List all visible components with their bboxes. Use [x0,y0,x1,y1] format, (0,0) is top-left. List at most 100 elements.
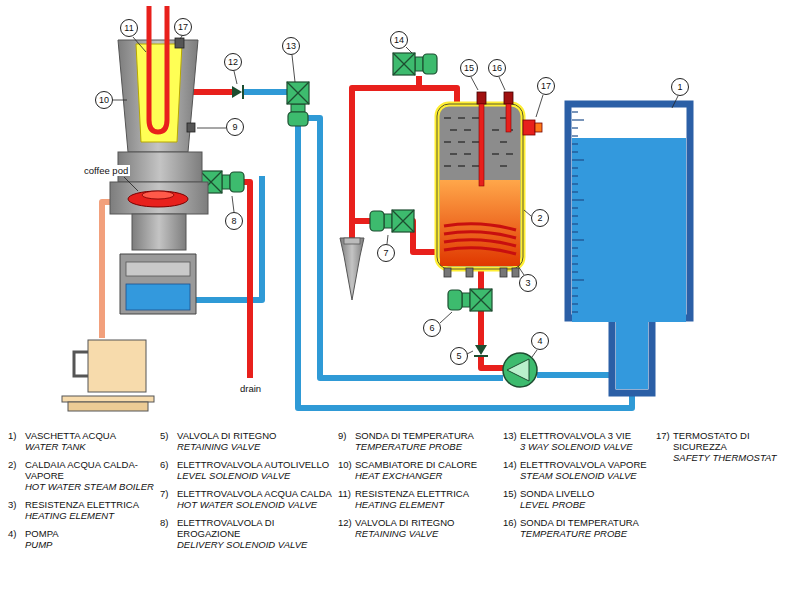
steam-boiler [444,248,516,254]
item-number: 9) [338,430,355,452]
retaining-valve [232,85,488,356]
steam-boiler [464,153,471,154]
retaining-valve [474,355,488,357]
steam-boiler [444,224,516,254]
legend-item: 5)VALVOLA DI RITEGNORETAINING VALVE [160,430,336,452]
item-body: ELETTROVALVOLA AUTOLIVELLOLEVEL SOLENOID… [177,459,336,481]
temperature-probe [187,123,195,132]
italian-name: ELETTROVALVOLA AUTOLIVELLO [177,459,336,470]
boiler-feet [444,268,451,277]
item-number: 2) [8,459,25,492]
steam-wand [344,238,360,244]
leader-line [197,128,226,129]
water-tank [572,138,686,389]
item-number: 7) [160,488,177,510]
water-tank [568,104,690,393]
water-tank [568,104,690,393]
water-tank [572,255,578,256]
water-tank [572,271,578,272]
leader-line [234,71,237,84]
english-name: TEMPERATURE PROBE [355,441,500,452]
heating-element [149,6,167,132]
english-name: SAFETY THERMOSTAT [673,452,796,463]
italian-name: POMPA [25,528,158,539]
steam-boiler [500,141,507,142]
english-name: LEVEL SOLENOID VALVE [177,470,336,481]
solenoid-valve [393,53,437,75]
heat-exchanger [118,40,198,152]
coffee-cup [74,352,88,376]
safety-thermostat [175,38,184,48]
italian-name: SONDA LIVELLO [520,488,653,499]
legend-column: 1)VASCHETTA ACQUAWATER TANK2)CALDAIA ACQ… [8,430,158,550]
coffee-cup [62,396,154,402]
heating-element [149,6,167,132]
brew-group [132,214,186,250]
legend-item: 3)RESISTENZA ELETTRICAHEATING ELEMENT [8,499,158,521]
callout-number: 8 [225,212,243,230]
steam-boiler [492,153,499,154]
legend-item: 14)ELETTROVALVOLA VAPORESTEAM SOLENOID V… [503,459,653,481]
callout-number: 17 [174,18,192,36]
callout-number: 10 [95,91,113,109]
legend-item: 12)VALVOLA DI RITEGNORETAINING VALVE [338,517,500,539]
coffee-pod [128,191,188,207]
red-pipe [416,76,422,88]
steam-wand [340,238,364,300]
english-name: HEATING ELEMENT [25,510,158,521]
boiler-feet [444,268,519,277]
italian-name: SCAMBIATORE DI CALORE [355,459,500,470]
steam-boiler [444,141,451,142]
water-tank [572,207,578,208]
item-body: ELETTROVALVOLA DI EROGAZIONEDELIVERY SOL… [177,517,336,550]
drip-tray [120,254,196,314]
retaining-valve [475,345,487,355]
steam-boiler [437,104,523,269]
leader-line [440,312,452,323]
legend-item: 6)ELETTROVALVOLA AUTOLIVELLOLEVEL SOLENO… [160,459,336,481]
water-tank [572,239,584,240]
level-probe [477,92,486,104]
leader-line [499,77,505,90]
legend-column: 13)ELETTROVALVOLA 3 VIE3 WAY SOLENOID VA… [503,430,653,539]
steam-boiler [458,117,465,118]
steam-wand [340,238,364,300]
english-name: RETAINING VALVE [355,528,500,539]
item-number: 12) [338,517,355,539]
temperature-probe [504,92,513,104]
leader-line [232,196,234,212]
water-tank [572,135,578,136]
english-name: LEVEL PROBE [520,499,653,510]
water-tank [572,112,584,312]
coffee-cup [88,340,146,392]
item-body: VALVOLA DI RITEGNORETAINING VALVE [177,430,336,452]
english-name: HOT WATER STEAM BOILER [25,481,158,492]
part-label: drain [238,383,263,394]
coffee-cup [68,402,148,411]
legend-item: 9)SONDA DI TEMPERATURATEMPERATURE PROBE [338,430,500,452]
item-body: SCAMBIATORE DI CALOREHEAT EXCHANGER [355,459,500,481]
water-tank [572,199,584,200]
legend-item: 10)SCAMBIATORE DI CALOREHEAT EXCHANGER [338,459,500,481]
italian-name: RESISTENZA ELETTRICA [25,499,158,510]
water-tank [572,247,578,248]
callout-number: 4 [531,332,549,350]
legend-item: 1)VASCHETTA ACQUAWATER TANK [8,430,158,452]
item-number: 15) [503,488,520,510]
steam-boiler [444,240,516,246]
steam-boiler [444,224,516,230]
steam-boiler [437,104,523,269]
legend-item: 13)ELETTROVALVOLA 3 VIE3 WAY SOLENOID VA… [503,430,653,452]
italian-name: ELETTROVALVOLA 3 VIE [520,430,653,441]
water-tank [572,215,578,216]
item-body: ELETTROVALVOLA ACQUA CALDAHOT WATER SOLE… [177,488,336,510]
leader-line [113,36,678,357]
leader-line [406,47,412,53]
water-tank [572,151,578,152]
item-number: 16) [503,517,520,539]
legend-item: 4)POMPAPUMP [8,528,158,550]
red-pipe [192,89,232,95]
leader-line [124,177,138,191]
steam-boiler [450,129,457,130]
